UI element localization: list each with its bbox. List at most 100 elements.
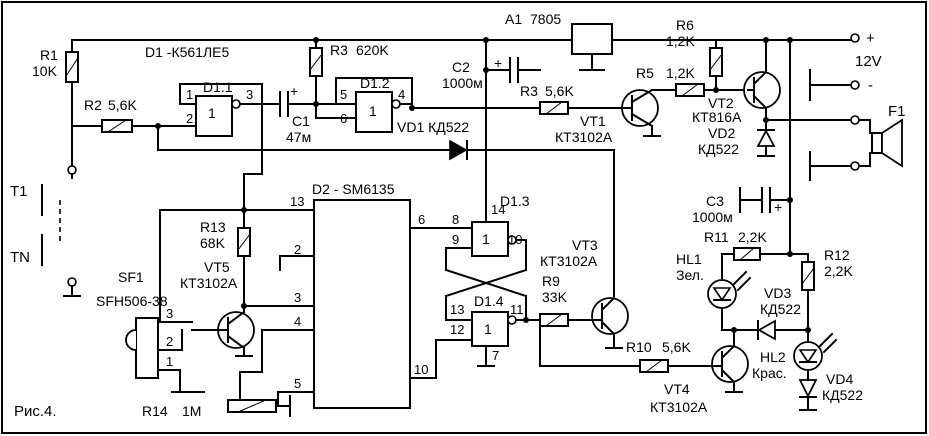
- r11-ref: R11: [704, 229, 729, 245]
- sf1-ref: SF1: [118, 269, 144, 285]
- vt5-ref: VT5: [204, 259, 230, 275]
- d11-label: D1.1: [203, 79, 233, 95]
- sf1-pin3: 3: [166, 306, 173, 321]
- r13-value: 68K: [200, 235, 226, 251]
- d2-pin13: 13: [290, 194, 304, 209]
- hl1-ref: HL1: [676, 251, 702, 267]
- d14-pin11: 11: [510, 302, 524, 317]
- vt1-ref: VT1: [580, 113, 606, 129]
- resistor-r2: R2 5,6K: [71, 97, 193, 133]
- r12-value: 2,2K: [824, 263, 853, 279]
- transistor-vt5: VT5 КТ3102А: [180, 259, 255, 357]
- figure-caption: Рис.4.: [14, 403, 57, 420]
- r13-ref: R13: [200, 219, 226, 235]
- capacitor-c2: + C2 1000м: [442, 37, 541, 226]
- switch-t1: T1: [10, 165, 77, 245]
- vt2-type: КТ816А: [692, 109, 742, 125]
- r9-ref: R9: [542, 273, 560, 289]
- c3-plus: +: [774, 199, 782, 215]
- led-hl1: HL1 Зел.: [676, 251, 752, 333]
- f1-label: F1: [888, 103, 906, 120]
- led-hl2: HL2 Крас.: [752, 332, 838, 381]
- sf1-type: SFH506-38: [96, 293, 168, 309]
- resistor-r12: R12 2,2K: [789, 247, 853, 343]
- c1-ref: C1: [292, 113, 310, 129]
- vt1-type: КТ3102А: [555, 129, 613, 145]
- vd2-ref: VD2: [708, 125, 735, 141]
- d11-pin1: 1: [186, 87, 193, 102]
- vd4-ref: VD4: [826, 371, 853, 387]
- plus-terminal: [850, 33, 860, 43]
- d14-symbol: 1: [484, 321, 492, 337]
- d13-pin14: 14: [491, 202, 505, 217]
- d13-pin9: 9: [452, 232, 459, 247]
- vd2-type: КД522: [698, 141, 739, 157]
- d14-pin13: 13: [450, 302, 464, 317]
- f1-terminal-b: [850, 161, 860, 171]
- transistor-vt2: VT2 КТ816А: [692, 37, 781, 125]
- vd3-type: КД522: [760, 301, 801, 317]
- r1-ref: R1: [40, 47, 58, 63]
- capacitor-c3: + C3 1000м: [692, 187, 793, 225]
- d2-title: D2 - SM6135: [312, 181, 395, 197]
- d14-pin12: 12: [450, 322, 464, 337]
- r12-ref: R12: [824, 247, 850, 263]
- c3-ref: C3: [706, 193, 724, 209]
- a1-value: 7805: [530, 11, 561, 27]
- transistor-vt3: VT3 КТ3102А: [540, 237, 629, 349]
- d2-pin10: 10: [414, 362, 428, 377]
- r2-value: 5,6K: [108, 97, 137, 113]
- gate-d1-2: 1 D1.2 5 6 4: [335, 75, 541, 133]
- t1-label: T1: [10, 183, 28, 200]
- gate-d1-1: 1 D1.1 1 2 3: [179, 79, 271, 137]
- resistor-r3-5k6: R3 5,6K: [520, 83, 625, 115]
- r2-ref: R2: [84, 97, 102, 113]
- tn-label: TN: [10, 249, 30, 266]
- d1-title: D1 -К561ЛЕ5: [145, 44, 229, 60]
- transistor-vt1: VT1 КТ3102А: [555, 88, 665, 145]
- capacitor-c1: + C1 47м: [269, 83, 337, 145]
- hl1-color: Зел.: [676, 267, 704, 283]
- r5-ref: R5: [636, 65, 654, 81]
- d2-pin2: 2: [294, 242, 301, 257]
- a1-ref: A1: [505, 11, 522, 27]
- resistor-r3-620k: R3 620K: [309, 37, 389, 119]
- r9-value: 33K: [542, 289, 568, 305]
- diode-vd1: [449, 139, 615, 297]
- switch-tn: TN: [10, 234, 81, 297]
- vt4-ref: VT4: [664, 381, 690, 397]
- c1-plus: +: [290, 83, 298, 99]
- r6-ref: R6: [676, 17, 694, 33]
- vt5-type: КТ3102А: [180, 275, 238, 291]
- c2-value: 1000м: [442, 75, 483, 91]
- d13-label: D1.3: [500, 193, 530, 209]
- resistor-r1: R1 10K: [32, 39, 79, 169]
- r14-value: 1M: [182, 403, 201, 419]
- r3b-value: 5,6K: [545, 83, 574, 99]
- sf1-pin1: 1: [166, 354, 173, 369]
- diode-vd4: VD4 КД522: [798, 371, 863, 411]
- d11-pin3: 3: [246, 87, 253, 102]
- resistor-r6: R6 1,2K: [666, 17, 723, 93]
- hl2-ref: HL2: [760, 349, 786, 365]
- minus-sign: -: [868, 77, 873, 94]
- d12-pin5: 5: [340, 87, 347, 102]
- d14-label: D1.4: [474, 293, 504, 309]
- plus-sign: +: [866, 30, 875, 47]
- vt2-ref: VT2: [708, 95, 734, 111]
- d12-pin6: 6: [340, 111, 347, 126]
- r3a-ref: R3: [330, 42, 348, 58]
- d2-pin5: 5: [294, 376, 301, 391]
- d11-pin2: 2: [186, 111, 193, 126]
- vt4-type: КТ3102А: [650, 399, 708, 415]
- r5-value: 1,2K: [666, 65, 695, 81]
- diode-vd3: VD3 КД522: [733, 285, 811, 341]
- d12-symbol: 1: [369, 103, 377, 119]
- gate-d1-3: 1 D1.3 14 8 9 10: [445, 193, 530, 271]
- d2-pin6: 6: [418, 212, 425, 227]
- gate-d1-4: 1 D1.4 13 12 11 7: [445, 293, 541, 367]
- speaker-f1: F1: [859, 103, 906, 168]
- resistor-r5: R5 1,2K: [636, 65, 749, 97]
- ir-receiver-sf1: SF1 SFH506-38 3 2 1: [96, 209, 205, 393]
